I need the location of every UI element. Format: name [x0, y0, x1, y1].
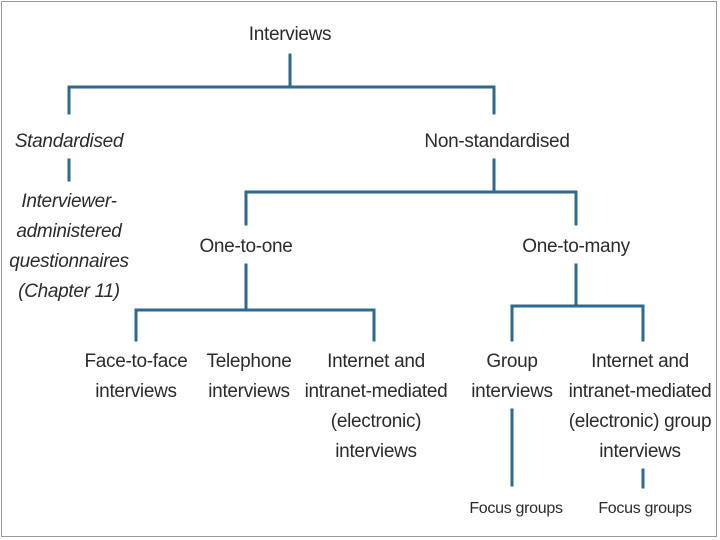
node-one-to-one: One-to-one [199, 232, 292, 262]
text-line: interviews [471, 381, 553, 402]
focus-groups-label: Focus groups [598, 500, 692, 517]
text-line: intranet-mediated [304, 381, 448, 402]
node-non-standardised: Non-standardised [424, 127, 569, 157]
text-line: Telephone [206, 351, 292, 372]
text-line: interviews [599, 441, 681, 462]
text-line: (electronic) group [568, 411, 712, 432]
node-telephone: Telephone interviews [207, 347, 292, 407]
node-interviews-label: Interviews [248, 24, 332, 45]
text-line: (Chapter 11) [18, 281, 120, 302]
text-line: Internet and [591, 351, 689, 372]
node-group-interviews: Group interviews [471, 347, 553, 407]
text-line: interviews [335, 441, 417, 462]
text-line: (electronic) [330, 411, 422, 432]
text-line: Face-to-face [84, 351, 188, 372]
node-face-to-face: Face-to-face interviews [84, 347, 187, 407]
node-internet-interviews: Internet and intranet-mediated (electron… [305, 347, 448, 467]
node-interviewer-administered: Interviewer- administered questionnaires… [9, 187, 129, 307]
text-line: interviews [208, 381, 290, 402]
node-non-standardised-label: Non-standardised [424, 131, 570, 152]
text-line: intranet-mediated [568, 381, 712, 402]
text-line: questionnaires [9, 251, 129, 272]
node-internet-group-interviews: Internet and intranet-mediated (electron… [569, 347, 712, 467]
node-focus-groups-2: Focus groups [598, 499, 692, 519]
node-one-to-many-label: One-to-many [522, 236, 630, 257]
text-line: Internet and [327, 351, 425, 372]
text-line: Group [486, 351, 538, 372]
focus-groups-label: Focus groups [469, 500, 563, 517]
text-line: interviews [95, 381, 177, 402]
text-line: administered [16, 221, 122, 242]
node-focus-groups-1: Focus groups [469, 499, 563, 519]
node-interviews: Interviews [249, 20, 332, 50]
node-one-to-one-label: One-to-one [199, 236, 293, 257]
node-standardised-label: Standardised [14, 131, 124, 152]
text-line: Interviewer- [21, 191, 117, 212]
node-standardised: Standardised [14, 127, 124, 157]
node-one-to-many: One-to-many [522, 232, 630, 262]
